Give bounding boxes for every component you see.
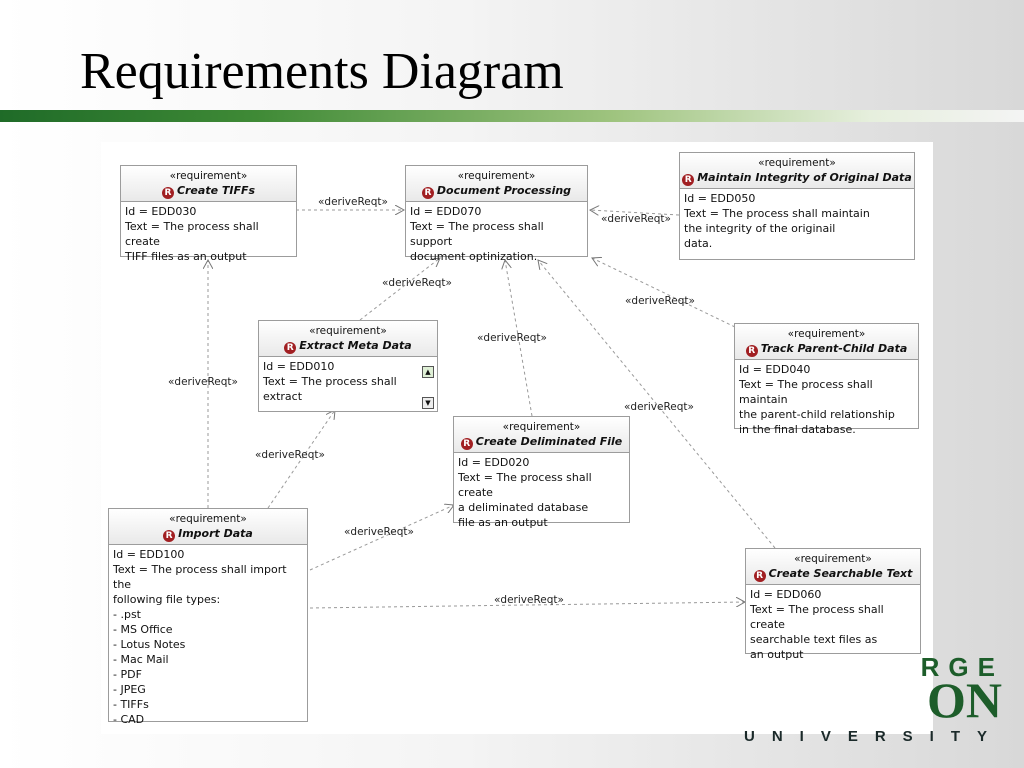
stereotype-label: «requirement» bbox=[457, 170, 536, 182]
slide-title: Requirements Diagram bbox=[80, 43, 564, 100]
edge-extract-docproc bbox=[359, 258, 440, 321]
edge-deliminated-docproc bbox=[505, 260, 533, 417]
requirement-name: Track Parent-Child Data bbox=[760, 342, 908, 355]
requirement-icon: R bbox=[161, 187, 174, 199]
requirement-body: Id = EDD040 Text = The process shall mai… bbox=[739, 363, 895, 436]
requirement-name: Document Processing bbox=[436, 184, 572, 197]
requirement-icon: R bbox=[745, 345, 758, 357]
edge-label-deliminated-docproc: «deriveReqt» bbox=[477, 332, 547, 344]
requirement-icon: R bbox=[460, 438, 473, 450]
requirement-name: Create Searchable Text bbox=[768, 567, 913, 580]
requirement-body: Id = EDD060 Text = The process shall cre… bbox=[750, 588, 884, 661]
requirement-name: Extract Meta Data bbox=[299, 339, 412, 352]
requirement-icon: R bbox=[421, 187, 434, 199]
requirement-name: Maintain Integrity of Original Data bbox=[697, 171, 912, 184]
stereotype-label: «requirement» bbox=[758, 157, 836, 169]
requirement-icon: R bbox=[682, 174, 695, 186]
requirement-name: Create Deliminated File bbox=[475, 435, 623, 448]
requirement-body: Id = EDD070 Text = The process shall sup… bbox=[410, 205, 544, 263]
scroll-up-icon[interactable]: ▲ bbox=[422, 366, 434, 378]
requirement-name: Import Data bbox=[178, 527, 253, 540]
edge-label-import-tiffs: «deriveReqt» bbox=[168, 376, 238, 388]
edge-import-deliminated bbox=[309, 505, 454, 571]
logo-line-3: UNIVERSITY bbox=[743, 728, 1004, 745]
stereotype-label: «requirement» bbox=[309, 325, 387, 337]
requirement-name: Create TIFFs bbox=[176, 184, 256, 197]
title-rule bbox=[0, 110, 1024, 122]
requirement-body: Id = EDD100 Text = The process shall imp… bbox=[113, 548, 287, 726]
stereotype-label: «requirement» bbox=[502, 421, 581, 433]
university-logo: RGE ON UNIVERSITY bbox=[744, 652, 1004, 752]
edge-integrity-docproc bbox=[590, 210, 680, 216]
stereotype-label: «requirement» bbox=[169, 170, 248, 182]
requirement-body: Id = EDD030 Text = The process shall cre… bbox=[125, 205, 259, 263]
edge-label-import-extract: «deriveReqt» bbox=[255, 449, 325, 461]
logo-line-2: ON bbox=[927, 672, 1002, 728]
scroll-down-icon[interactable]: ▼ bbox=[422, 397, 434, 409]
edge-track-docproc bbox=[592, 258, 736, 328]
requirement-icon: R bbox=[284, 342, 297, 354]
edge-label-tiffs-docproc: «deriveReqt» bbox=[318, 196, 388, 208]
edge-label-import-searchable: «deriveReqt» bbox=[494, 594, 564, 606]
stereotype-label: «requirement» bbox=[794, 553, 872, 565]
edge-searchable-docproc bbox=[538, 260, 776, 549]
requirement-body: Id = EDD050 Text = The process shall mai… bbox=[684, 192, 870, 250]
requirement-body: Id = EDD010 Text = The process shall ext… bbox=[263, 360, 413, 406]
edge-import-extract bbox=[267, 410, 335, 509]
stereotype-label: «requirement» bbox=[169, 513, 247, 525]
edge-label-searchable-docproc: «deriveReqt» bbox=[624, 401, 694, 413]
logo-line-1: RGE bbox=[920, 652, 1004, 682]
requirement-body: Id = EDD020 Text = The process shall cre… bbox=[458, 456, 592, 529]
edge-import-searchable bbox=[309, 602, 745, 609]
edge-label-integrity-docproc: «deriveReqt» bbox=[601, 213, 671, 225]
requirement-icon: R bbox=[753, 570, 766, 582]
edge-label-track-docproc: «deriveReqt» bbox=[625, 295, 695, 307]
edge-label-extract-docproc: «deriveReqt» bbox=[382, 277, 452, 289]
stereotype-label: «requirement» bbox=[787, 328, 866, 340]
edge-label-import-deliminated: «deriveReqt» bbox=[344, 526, 414, 538]
requirement-icon: R bbox=[163, 530, 176, 542]
